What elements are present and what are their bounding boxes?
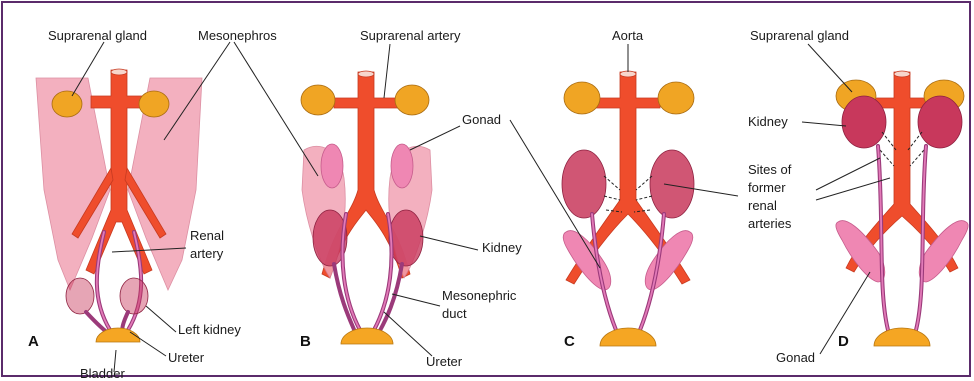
label-sites-4: arteries xyxy=(748,216,792,231)
bladder-c xyxy=(600,328,656,346)
kidney-left-c xyxy=(562,150,606,218)
label-sites-1: Sites of xyxy=(748,162,792,177)
bladder-b xyxy=(341,328,393,344)
label-suprarenal-gland-d: Suprarenal gland xyxy=(750,28,849,43)
kidney-left-d xyxy=(842,96,886,148)
label-mesonephric-duct-2: duct xyxy=(442,306,467,321)
panel-b-illustration xyxy=(301,71,432,344)
gonad-right-b xyxy=(391,144,413,188)
label-left-kidney: Left kidney xyxy=(178,322,241,337)
panel-c-illustration xyxy=(562,71,694,346)
label-sites-2: former xyxy=(748,180,786,195)
label-mesonephros: Mesonephros xyxy=(198,28,277,43)
label-kidney-b: Kidney xyxy=(482,240,522,255)
kidney-left-a xyxy=(66,278,94,314)
kidney-right-d xyxy=(918,96,962,148)
aorta-opening-b xyxy=(358,71,374,77)
panel-label-a: A xyxy=(28,333,39,350)
kidney-right-a xyxy=(120,278,148,314)
label-aorta: Aorta xyxy=(612,28,644,43)
label-kidney-d: Kidney xyxy=(748,114,788,129)
label-suprarenal-artery: Suprarenal artery xyxy=(360,28,461,43)
label-renal-artery-2: artery xyxy=(190,246,224,261)
label-gonad-b: Gonad xyxy=(462,112,501,127)
panel-label-c: C xyxy=(564,333,575,350)
label-bladder: Bladder xyxy=(80,366,125,381)
suprarenal-gland-left-b xyxy=(301,85,335,115)
kidney-right-c xyxy=(650,150,694,218)
label-suprarenal-gland-a: Suprarenal gland xyxy=(48,28,147,43)
bladder-d xyxy=(874,328,930,346)
panel-a-illustration xyxy=(36,69,202,342)
panel-d-illustration xyxy=(836,71,968,346)
suprarenal-gland-right-c xyxy=(658,82,694,114)
gonad-left-b xyxy=(321,144,343,188)
kidney-right-b xyxy=(389,210,423,266)
aorta-opening-d xyxy=(894,71,910,77)
suprarenal-gland-left-a xyxy=(52,91,82,117)
label-sites-3: renal xyxy=(748,198,777,213)
panel-label-d: D xyxy=(838,333,849,350)
label-renal-artery-1: Renal xyxy=(190,228,224,243)
panel-label-b: B xyxy=(300,333,311,350)
suprarenal-gland-right-b xyxy=(395,85,429,115)
label-gonad-d: Gonad xyxy=(776,350,815,365)
label-ureter-a: Ureter xyxy=(168,350,205,365)
suprarenal-gland-left-c xyxy=(564,82,600,114)
label-ureter-b: Ureter xyxy=(426,354,463,369)
suprarenal-gland-right-a xyxy=(139,91,169,117)
label-mesonephric-duct-1: Mesonephric xyxy=(442,288,517,303)
aorta-opening-a xyxy=(111,69,127,75)
